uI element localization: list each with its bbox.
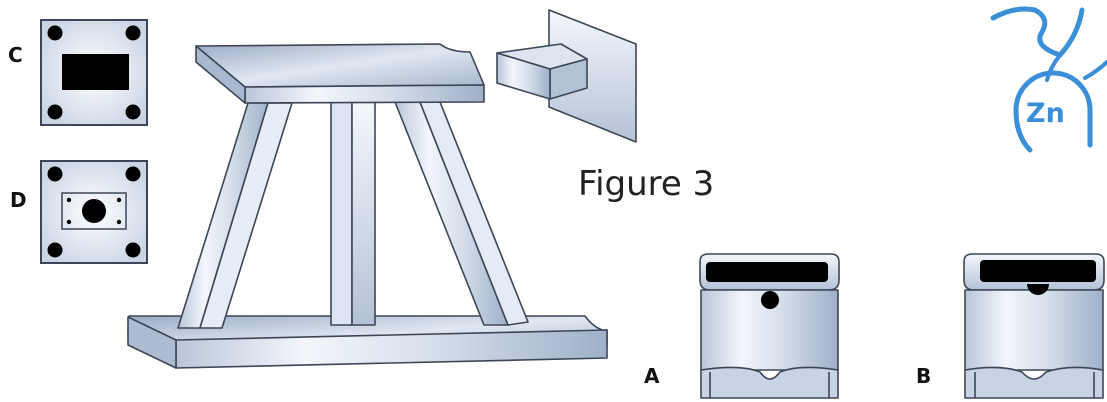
section-a-top-slot xyxy=(706,262,828,282)
plate-d xyxy=(40,160,148,264)
bracket-front xyxy=(496,52,551,100)
zn-logo-text: Zn xyxy=(1026,98,1065,129)
label-c: C xyxy=(8,43,23,67)
section-b xyxy=(963,253,1105,399)
center-leg-side xyxy=(351,101,376,326)
zn-logo-ring-tail xyxy=(1013,107,1033,153)
plate-d-small-hole xyxy=(66,219,72,225)
label-a: A xyxy=(644,364,660,388)
section-a-bottom xyxy=(700,366,839,399)
plate-d-small-hole xyxy=(66,197,72,203)
base-plate-side xyxy=(127,316,177,369)
plate-d-small-hole xyxy=(116,219,122,225)
plate-d-inner-outline xyxy=(61,192,127,230)
top-plate-side xyxy=(195,45,246,104)
label-d: D xyxy=(10,188,27,212)
figure-caption: Figure 3 xyxy=(578,164,714,204)
label-b: B xyxy=(916,364,931,388)
table-frame xyxy=(127,43,608,369)
plate-c-rect-cutout xyxy=(62,54,129,90)
plate-d-corner-hole xyxy=(47,242,63,258)
plate-c-corner-hole xyxy=(47,25,63,41)
wall-bracket xyxy=(496,9,637,143)
section-a-bottom-edges xyxy=(709,372,830,398)
top-plate-front xyxy=(244,84,485,104)
zn-logo xyxy=(990,6,1107,153)
section-a xyxy=(699,253,840,399)
section-a-vent-hole xyxy=(761,291,779,309)
plate-d-center-hole xyxy=(82,199,106,223)
zn-logo-ring xyxy=(1013,70,1093,148)
section-b-body xyxy=(964,289,1104,371)
section-b-vent-notch xyxy=(1027,284,1049,295)
plate-d-corner-hole xyxy=(125,242,141,258)
zn-logo-right-stroke xyxy=(1057,7,1085,58)
plate-d-small-hole xyxy=(116,197,122,203)
plate-c-corner-hole xyxy=(125,25,141,41)
zn-logo-branch xyxy=(1083,60,1107,80)
section-b-top-slot xyxy=(980,260,1096,282)
plate-c xyxy=(40,19,148,126)
plate-c-corner-hole xyxy=(47,104,63,120)
section-b-bottom xyxy=(964,366,1104,399)
center-leg-face xyxy=(330,101,353,326)
section-b-bottom-edges xyxy=(974,372,1095,398)
zn-logo-upper-curl xyxy=(990,6,1063,58)
plate-d-corner-hole xyxy=(125,166,141,182)
plate-d-corner-hole xyxy=(47,166,63,182)
plate-c-corner-hole xyxy=(125,104,141,120)
zn-logo-stem xyxy=(1045,53,1062,82)
top-plate-surface xyxy=(195,43,485,88)
